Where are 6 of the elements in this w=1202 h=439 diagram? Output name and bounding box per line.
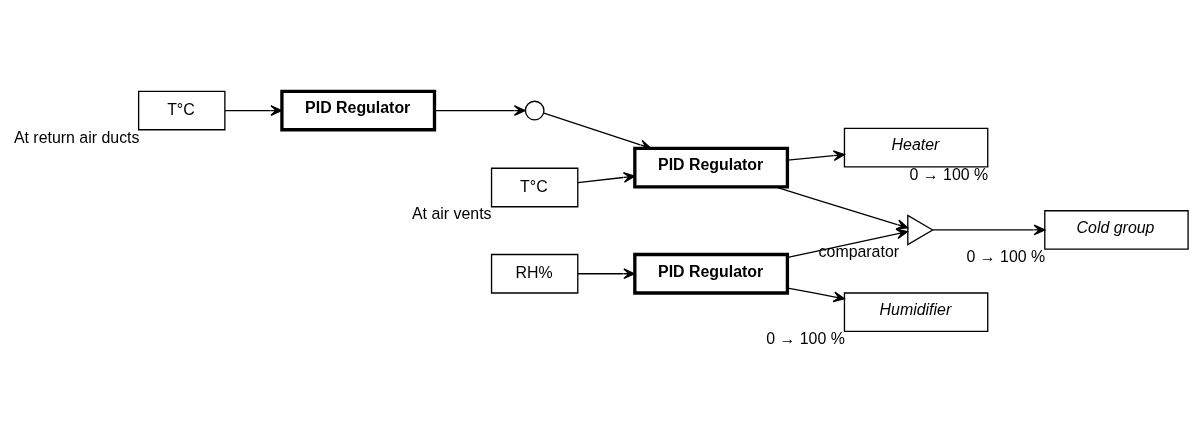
node-label: At return air ducts [13, 128, 140, 146]
node-label: 0 → 100 % [766, 329, 845, 347]
node-label: comparator [818, 242, 900, 260]
node-label: At air vents [411, 204, 492, 222]
node-label: 0 → 100 % [966, 247, 1046, 265]
node-label: 0 → 100 % [909, 165, 989, 183]
